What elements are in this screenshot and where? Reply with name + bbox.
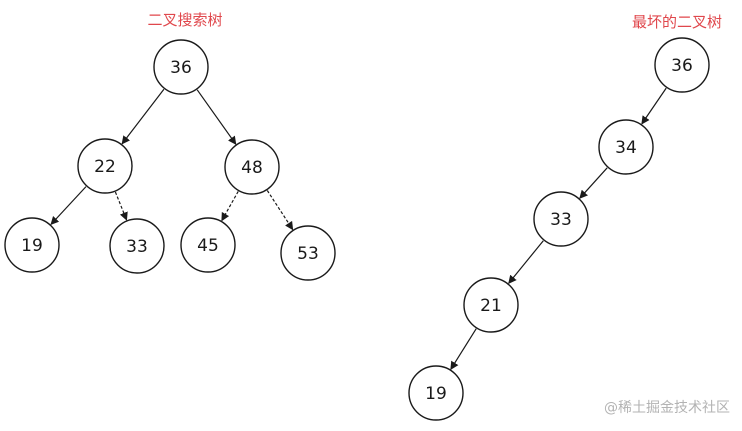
tree-title-bst: 二叉搜索树: [147, 11, 222, 29]
edge-arrow: [221, 191, 239, 222]
node-circle: [153, 39, 209, 95]
tree-title-worst: 最坏的二叉树: [632, 13, 722, 31]
node-circle: [224, 139, 280, 195]
node-circle: [180, 217, 236, 273]
tree-bst: 36 22 48 19 33 45 53: [4, 39, 336, 281]
watermark: @稀土掘金技术社区: [604, 400, 730, 416]
node-circle: [463, 277, 519, 333]
edge-arrow: [266, 190, 294, 231]
edge-arrow: [196, 89, 237, 145]
node-circle: [598, 119, 654, 175]
node-label: 45: [197, 236, 219, 256]
tree-node-36: 36: [654, 37, 710, 93]
edge-arrow: [579, 167, 608, 199]
tree-node-45: 45: [180, 217, 236, 273]
node-circle: [4, 217, 60, 273]
edges-layer: [50, 87, 667, 371]
node-circle: [280, 225, 336, 281]
node-circle: [533, 191, 589, 247]
node-label: 48: [241, 158, 263, 178]
edge-arrow: [508, 240, 544, 284]
node-label: 34: [615, 138, 637, 158]
tree-node-19: 19: [4, 217, 60, 273]
node-label: 33: [126, 237, 148, 257]
tree-node-19: 19: [408, 365, 464, 421]
tree-node-48: 48: [224, 139, 280, 195]
node-circle: [77, 138, 133, 194]
node-circle: [654, 37, 710, 93]
tree-node-22: 22: [77, 138, 133, 194]
tree-worst: 36 34 33 21 19: [408, 37, 710, 421]
node-label: 22: [94, 157, 116, 177]
tree-node-36: 36: [153, 39, 209, 95]
edge-arrow: [114, 191, 128, 221]
tree-node-34: 34: [598, 119, 654, 175]
edge-arrow: [641, 87, 667, 125]
node-label: 19: [425, 384, 447, 404]
tree-node-33: 33: [109, 218, 165, 274]
node-label: 36: [671, 56, 693, 76]
node-label: 21: [480, 296, 502, 316]
node-label: 33: [550, 210, 572, 230]
tree-node-53: 53: [280, 225, 336, 281]
edge-arrow: [121, 88, 165, 145]
tree-node-33: 33: [533, 191, 589, 247]
edge-arrow: [50, 186, 87, 226]
node-circle: [408, 365, 464, 421]
node-label: 53: [297, 244, 319, 264]
tree-node-21: 21: [463, 277, 519, 333]
node-circle: [109, 218, 165, 274]
node-label: 36: [170, 58, 192, 78]
edge-arrow: [450, 328, 477, 371]
node-label: 19: [21, 236, 43, 256]
